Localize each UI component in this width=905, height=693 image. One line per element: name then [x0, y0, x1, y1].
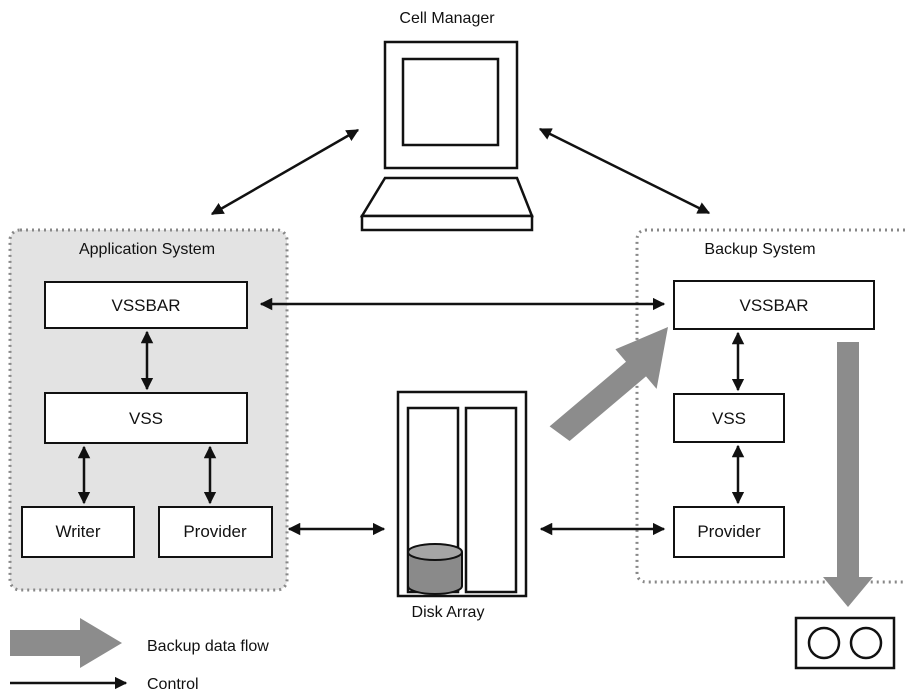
app-vss-label: VSS	[129, 409, 163, 428]
backup-provider-label: Provider	[697, 522, 761, 541]
legend-control-label: Control	[147, 676, 199, 693]
backup-flow-arrow-to-tape	[823, 342, 873, 607]
backup-vssbar-box	[673, 280, 875, 330]
backup-system-container	[635, 228, 905, 584]
app-vss-box	[44, 392, 248, 444]
backup-system: Backup System VSSBAR VSS Provider	[635, 228, 905, 584]
control-arrow-cell-app	[210, 128, 360, 216]
app-provider-label: Provider	[183, 522, 247, 541]
backup-flow-arrow-disk-to-backup	[549, 327, 668, 441]
cell-manager-label: Cell Manager	[399, 10, 495, 27]
cell-manager: Cell Manager	[359, 10, 534, 232]
legend-flow-label: Backup data flow	[147, 638, 269, 655]
control-arrow-cell-backup	[538, 127, 711, 215]
computer-icon	[359, 40, 534, 232]
backup-system-title: Backup System	[704, 241, 815, 258]
application-system-title: Application System	[79, 241, 215, 258]
app-writer-box	[21, 506, 135, 558]
disk-array: Disk Array	[396, 390, 528, 621]
legend-flow-arrow	[10, 618, 122, 668]
legend: Backup data flow Control	[10, 618, 269, 693]
database-icon	[407, 543, 463, 595]
backup-vssbar-label: VSSBAR	[740, 296, 809, 315]
backup-provider-box	[673, 506, 785, 558]
app-writer-label: Writer	[55, 522, 100, 541]
application-system: Application System VSSBAR VSS Writer Pro…	[8, 228, 289, 592]
tape-icon	[794, 616, 896, 670]
backup-vss-label: VSS	[712, 409, 746, 428]
app-provider-box	[158, 506, 273, 558]
app-vssbar-box	[44, 281, 248, 329]
app-vssbar-label: VSSBAR	[112, 296, 181, 315]
backup-vss-box	[673, 393, 785, 443]
disk-array-label: Disk Array	[412, 604, 485, 621]
